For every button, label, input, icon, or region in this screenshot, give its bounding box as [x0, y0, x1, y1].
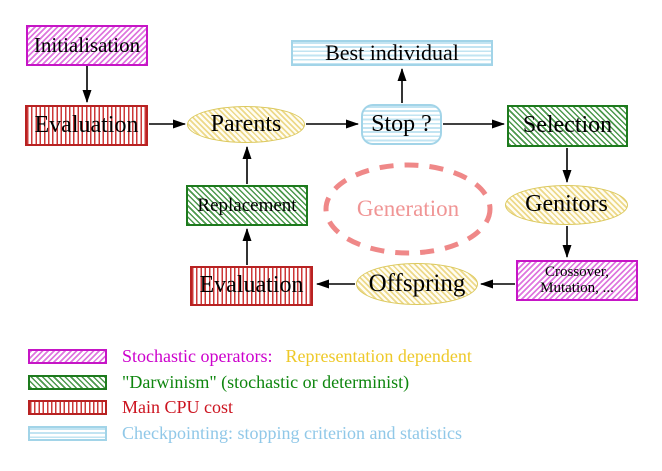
legend-swatch-stochastic-operators	[28, 348, 107, 364]
node-replacement: Replacement	[186, 185, 308, 226]
node-replacement-label: Replacement	[197, 194, 297, 216]
legend-swatch-checkpointing	[28, 425, 107, 441]
node-stop-label: Stop ?	[371, 110, 432, 137]
node-offspring: Offspring	[356, 263, 478, 305]
node-initialisation: Initialisation	[26, 25, 148, 66]
legend-label-checkpointing: Checkpointing: stopping criterion and st…	[122, 423, 462, 443]
node-evaluation-top-label: Evaluation	[34, 111, 139, 138]
node-selection-label: Selection	[522, 112, 613, 139]
generation-label: Generation	[356, 196, 460, 221]
node-genitors-label: Genitors	[525, 191, 608, 218]
node-initialisation-label: Initialisation	[33, 33, 141, 58]
legend-swatch-cpu-cost	[28, 399, 107, 415]
legend-row-checkpointing: Checkpointing: stopping criterion and st…	[28, 423, 462, 443]
legend-label-cpu-cost: Main CPU cost	[122, 397, 234, 417]
node-evaluation-top: Evaluation	[25, 105, 148, 146]
node-best-individual: Best individual	[291, 40, 493, 66]
node-evaluation-bottom-label: Evaluation	[199, 272, 304, 299]
node-crossover-mutation: Crossover, Mutation, ...	[516, 260, 638, 301]
node-crossover-line2: Mutation, ...	[540, 279, 614, 296]
node-parents: Parents	[187, 106, 305, 143]
node-selection: Selection	[507, 105, 628, 147]
legend-row-darwinism: "Darwinism" (stochastic or determinist)	[28, 372, 409, 392]
legend-row-stochastic: Stochastic operators: Representation dep…	[28, 346, 472, 366]
node-best-individual-label: Best individual	[325, 40, 459, 66]
legend-label-darwinism: "Darwinism" (stochastic or determinist)	[122, 372, 410, 392]
legend-row-cpu-cost: Main CPU cost	[28, 397, 233, 417]
generation-dashed-ellipse	[323, 162, 493, 256]
node-crossover-line1: Crossover,	[545, 263, 609, 280]
node-parents-label: Parents	[210, 110, 282, 137]
legend-label-representation: Representation dependent	[285, 346, 472, 366]
legend-swatch-darwinism	[28, 374, 107, 390]
node-genitors: Genitors	[505, 185, 628, 225]
node-offspring-label: Offspring	[368, 269, 466, 297]
legend-label-stochastic: Stochastic operators:	[122, 346, 273, 366]
node-stop: Stop ?	[361, 104, 442, 145]
node-evaluation-bottom: Evaluation	[190, 266, 313, 306]
